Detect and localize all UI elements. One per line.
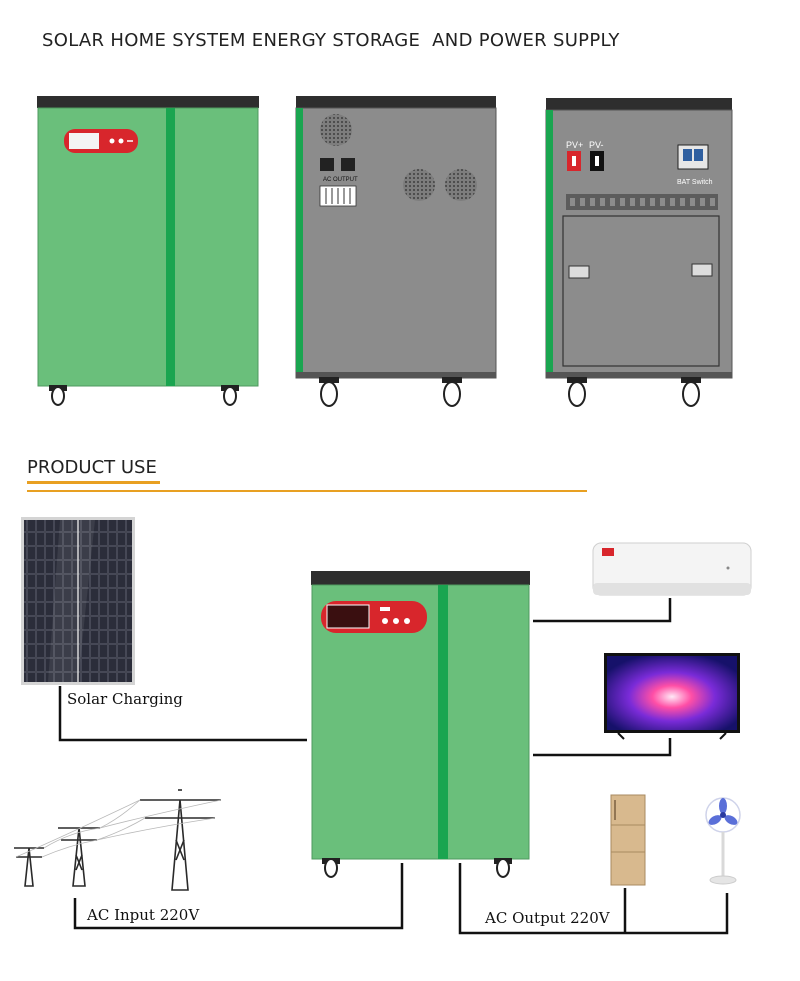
pv-side-cabinet: PV+ PV- BAT Switch <box>545 98 733 407</box>
door-handle-icon <box>568 265 590 279</box>
refrigerator-icon <box>610 794 646 886</box>
bat-switch-label: BAT Switch <box>677 179 713 186</box>
fan-grille-icon <box>403 169 435 201</box>
standing-fan-icon <box>705 797 741 885</box>
battery-door <box>562 215 720 367</box>
front-view-cabinet <box>37 96 259 406</box>
page-title: SOLAR HOME SYSTEM ENERGY STORAGE AND POW… <box>42 30 620 51</box>
power-tower-icon <box>14 789 221 891</box>
ac-input-label: AC Input 220V <box>87 906 200 924</box>
door-handle-icon <box>691 263 713 277</box>
caster-wheel-icon <box>49 385 239 406</box>
fan-grille-icon <box>320 114 352 146</box>
solar-charging-label: Solar Charging <box>67 690 183 708</box>
section-underline <box>27 481 160 484</box>
section-title: PRODUCT USE <box>27 457 157 478</box>
air-conditioner-icon <box>592 542 752 596</box>
main-cabinet <box>311 571 530 878</box>
ac-output-label: AC Output 220V <box>485 909 610 927</box>
ac-socket-icon <box>341 158 355 171</box>
battery-switch-icon <box>677 144 709 170</box>
ac-output-label: AC OUTPUT <box>323 177 358 183</box>
wiring <box>58 598 729 935</box>
solar-panel-icon <box>21 517 135 685</box>
back-view-cabinet: AC OUTPUT <box>295 96 497 407</box>
television-icon <box>604 653 740 740</box>
pv-plus-label: PV+ <box>566 140 583 150</box>
pv-minus-label: PV- <box>589 140 604 150</box>
ac-socket-icon <box>320 158 334 171</box>
lcd-screen <box>326 604 370 629</box>
fan-grille-icon <box>445 169 477 201</box>
section-divider <box>27 490 587 492</box>
power-lines <box>15 799 222 858</box>
